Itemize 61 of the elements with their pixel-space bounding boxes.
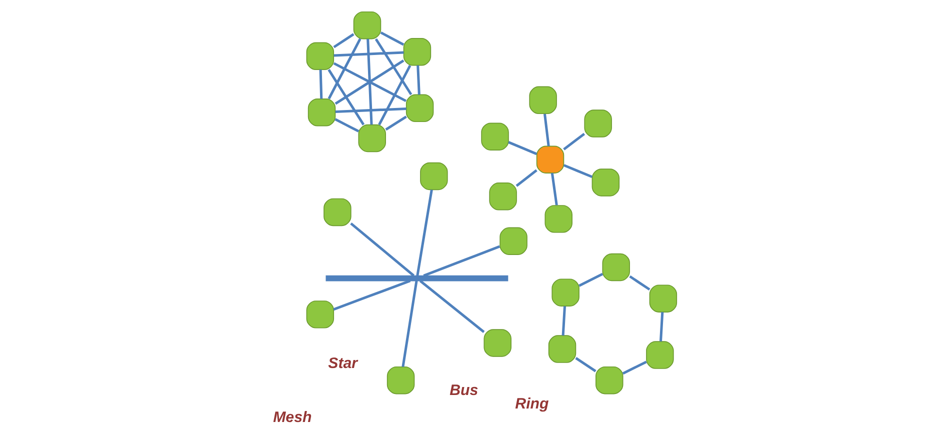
connector <box>563 132 586 150</box>
node-box <box>584 110 612 138</box>
connector <box>385 116 407 131</box>
node-box <box>406 94 434 122</box>
node-box <box>552 278 580 306</box>
connector <box>402 280 418 367</box>
connector <box>334 51 404 57</box>
node-box <box>529 86 557 114</box>
connector <box>378 64 412 126</box>
connector <box>508 141 538 156</box>
node-box <box>386 366 415 394</box>
connector <box>659 312 664 342</box>
connector <box>423 245 500 277</box>
connector <box>374 38 412 96</box>
connector <box>543 114 550 146</box>
connector <box>629 275 650 291</box>
node-box <box>306 42 334 70</box>
connector <box>562 306 566 336</box>
label: Bus <box>450 382 478 399</box>
connector <box>366 38 373 125</box>
connector <box>319 70 323 99</box>
label: Mesh <box>273 408 312 426</box>
connector <box>333 280 411 311</box>
connector <box>563 164 593 178</box>
label: Ring <box>515 395 549 412</box>
node-box <box>500 227 528 256</box>
connector <box>333 33 354 48</box>
node-box <box>544 205 572 233</box>
connector <box>334 118 360 132</box>
node-box <box>403 38 432 66</box>
connector <box>550 172 558 206</box>
connector <box>516 169 538 187</box>
node-box <box>420 162 448 190</box>
node-box <box>592 168 620 196</box>
connector <box>575 357 596 372</box>
node-box <box>602 253 630 282</box>
node-box <box>596 366 624 394</box>
node-box <box>548 335 576 363</box>
connector <box>578 272 604 287</box>
connector <box>380 31 404 46</box>
node-box <box>646 341 674 369</box>
node-box <box>489 182 517 210</box>
node-box <box>481 122 509 150</box>
node-box <box>649 284 678 312</box>
node-box <box>358 124 386 152</box>
node-box <box>484 329 512 357</box>
connector <box>328 38 362 100</box>
node-box <box>353 11 382 40</box>
node-box <box>324 198 352 226</box>
connector <box>350 222 415 277</box>
connector <box>416 190 433 276</box>
node-box <box>536 146 564 174</box>
label: Star <box>328 355 358 372</box>
connector <box>622 360 647 375</box>
connector <box>419 280 485 333</box>
node-bar <box>326 275 508 282</box>
connector <box>328 69 365 126</box>
node-box <box>306 300 334 328</box>
connector <box>335 108 406 114</box>
node-box <box>308 98 336 126</box>
connector <box>416 65 420 95</box>
